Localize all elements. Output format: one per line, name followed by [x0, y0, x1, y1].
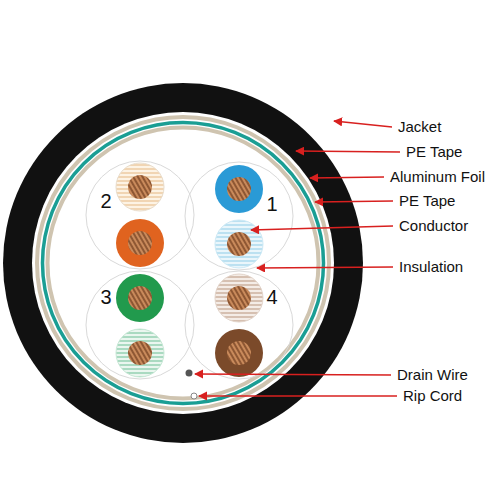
drain-wire — [186, 370, 193, 377]
part-label: PE Tape — [406, 144, 462, 161]
insulation — [116, 329, 164, 377]
pe-tape — [48, 128, 319, 399]
insulation — [215, 274, 263, 322]
conductor — [128, 231, 152, 255]
aluminum-foil — [43, 123, 324, 404]
callout-number: 3 — [100, 286, 111, 308]
part-label: Insulation — [399, 259, 463, 276]
conductor — [227, 286, 251, 310]
callout-number: 1 — [266, 193, 277, 215]
leader-line — [195, 374, 391, 375]
leader-line — [315, 201, 393, 202]
part-label: Aluminum Foil — [390, 169, 485, 186]
pe-tape — [37, 117, 329, 409]
conductor — [227, 177, 251, 201]
jacket-inner — [32, 112, 334, 414]
insulation — [116, 219, 164, 267]
insulation — [215, 329, 263, 377]
insulation — [116, 163, 164, 211]
callout-number: 4 — [266, 286, 277, 308]
part-label: PE Tape — [399, 193, 455, 210]
part-label: Jacket — [398, 119, 441, 136]
leader-line — [296, 151, 400, 152]
leader-line — [199, 395, 397, 396]
rip-cord — [191, 393, 197, 399]
insulation — [116, 274, 164, 322]
leader-line — [310, 177, 384, 178]
jacket — [3, 83, 363, 443]
conductor — [227, 232, 251, 256]
leader-line — [251, 226, 393, 230]
leader-line — [257, 267, 393, 268]
pair-outline — [185, 271, 293, 379]
conductor — [128, 175, 152, 199]
leader-line — [334, 121, 392, 127]
pair-outline — [185, 162, 293, 270]
pair-outline — [86, 161, 194, 269]
insulation — [215, 165, 263, 213]
part-label: Conductor — [399, 218, 468, 235]
part-label: Drain Wire — [397, 367, 468, 384]
pair-outline — [86, 271, 194, 379]
callout-number: 2 — [100, 190, 111, 212]
conductor — [128, 286, 152, 310]
conductor — [227, 341, 251, 365]
conductor — [128, 341, 152, 365]
insulation — [215, 220, 263, 268]
part-label: Rip Cord — [403, 388, 462, 405]
